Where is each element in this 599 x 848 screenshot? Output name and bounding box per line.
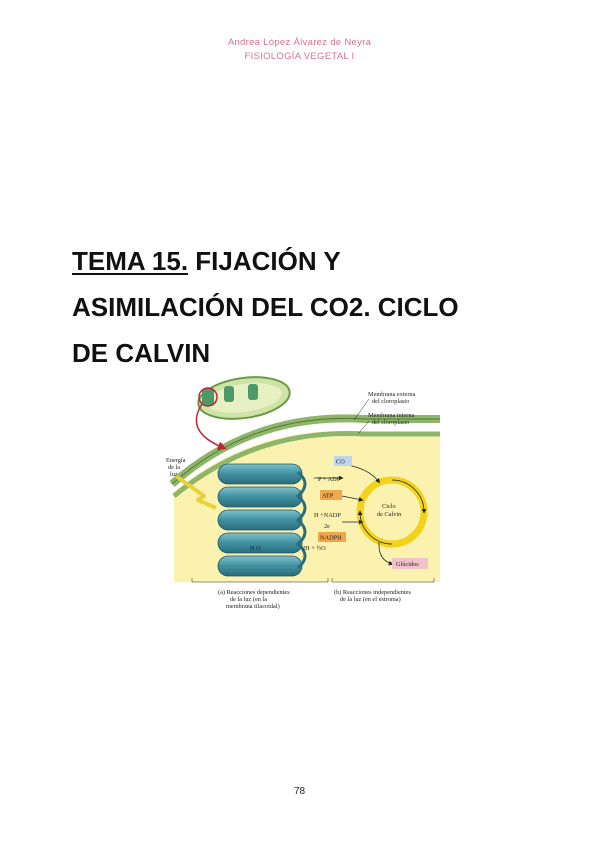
chloroplast-inset-icon (197, 376, 291, 420)
label-pi-adp: P + ADP (318, 476, 341, 483)
page-number: 78 (293, 786, 306, 797)
inner-membrane (172, 431, 440, 498)
title-line-2: ASIMILACIÓN DEL CO2. CICLO (72, 292, 459, 322)
label-h2o: H O (250, 545, 261, 552)
chapter-title: TEMA 15. FIJACIÓN Y ASIMILACIÓN DEL CO2.… (72, 238, 542, 376)
title-line-1: FIJACIÓN Y (188, 246, 341, 276)
nadph-box (318, 532, 346, 542)
light-arrow (174, 474, 217, 510)
label-membrana-interna-1: Membrana interna (368, 412, 415, 419)
label-co2: CO (336, 459, 345, 466)
label-2h-o: 2H + ½O (302, 545, 326, 552)
label-energia-1: Energía (166, 457, 186, 464)
chloroplast-diagram: Membrana externa del cloroplasto Membran… (166, 376, 440, 610)
label-h-nadp: H +NADP (314, 512, 341, 519)
glucidos-box (392, 558, 428, 569)
header-course: FISIOLOGÍA VEGETAL I (244, 51, 355, 62)
label-membrana-externa-1: Membrana externa (368, 391, 416, 398)
caption-b-2: de la luz (en el estroma) (340, 596, 401, 603)
label-atp: ATP (322, 493, 334, 500)
header-author: Andrea López Álvarez de Neyra (227, 37, 372, 48)
co2-box (334, 456, 352, 466)
thylakoid-stack (217, 463, 307, 577)
label-membrana-interna-2: del cloroplasto (372, 419, 409, 426)
chapter-number: TEMA 15. (72, 246, 189, 276)
label-glucidos: Glúcidos (396, 561, 419, 568)
label-2e: 2e (324, 523, 330, 530)
title-line-3: DE CALVIN (72, 338, 211, 368)
label-energia-2: de la (168, 464, 180, 471)
chloroplast-figure: Membrana externa del cloroplasto Membran… (164, 372, 440, 618)
label-ciclo-1: Ciclo (382, 503, 396, 510)
label-membrana-externa-2: del cloroplasto (372, 398, 409, 405)
atp-box (320, 490, 342, 500)
label-energia-3: luz (170, 471, 178, 478)
caption-a-1: (a) Reacciones dependientes (218, 589, 290, 596)
zoom-arrow (195, 403, 227, 450)
label-nadph: NADPH (320, 535, 342, 542)
caption-a-2: de la luz (en la (230, 596, 267, 603)
page-header: Andrea López Álvarez de Neyra FISIOLOGÍA… (0, 36, 599, 64)
label-ciclo-2: de Calvin (377, 511, 402, 518)
caption-a-3: membrana tilacoidal) (226, 603, 280, 610)
caption-b-1: (b) Reacciones independientes (334, 589, 411, 596)
